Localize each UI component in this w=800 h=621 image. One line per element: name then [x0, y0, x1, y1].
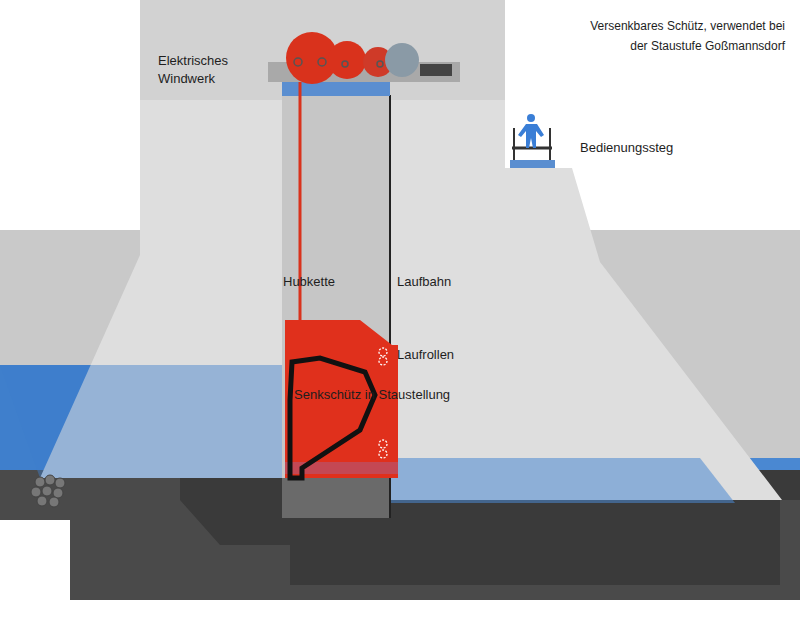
part-label: Bedienungssteg — [580, 139, 673, 156]
railing — [549, 128, 551, 165]
title: Versenkbares Schütz, verwendet bei der S… — [585, 16, 785, 56]
part-label: Laufbahn — [397, 273, 451, 290]
part-label: Senkschütz in Staustellung — [294, 386, 450, 403]
gear-holes — [294, 58, 383, 67]
rollers — [379, 348, 387, 458]
bridge-deck — [512, 147, 552, 150]
bridge-base — [510, 160, 555, 168]
lower-water-overlay — [390, 458, 735, 503]
machine-house — [140, 0, 505, 100]
gate-recess — [282, 478, 390, 518]
gear — [328, 41, 366, 79]
part-label: Hubkette — [283, 273, 335, 290]
hoist-base — [282, 82, 390, 96]
gate-profile — [290, 358, 375, 478]
operator-figure — [518, 114, 544, 148]
part-label: Laufrollen — [397, 346, 454, 363]
part-label: Elektrisches Windwerk — [158, 52, 258, 88]
motor-block — [420, 64, 452, 76]
rock-fill — [31, 475, 65, 507]
railing — [513, 128, 515, 165]
motor — [385, 43, 419, 77]
upper-water-overlay — [0, 365, 285, 478]
